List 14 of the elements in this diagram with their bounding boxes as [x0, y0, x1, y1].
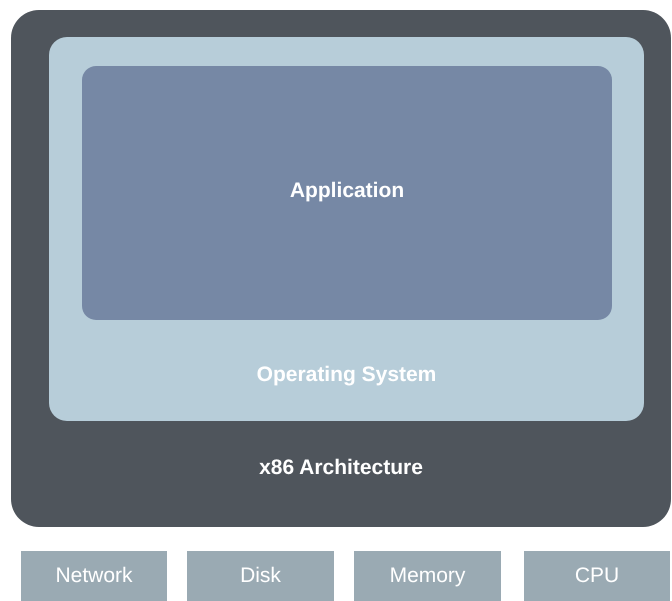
operating-system-panel — [49, 37, 644, 421]
node-label: Disk — [240, 563, 281, 589]
hardware-box — [524, 551, 670, 601]
hardware-box — [21, 551, 167, 601]
architecture-panel — [11, 10, 671, 527]
application-panel — [82, 66, 612, 320]
node-label: Memory — [390, 563, 466, 589]
node-label: Application — [290, 178, 404, 204]
node-label: CPU — [574, 563, 620, 589]
node-label: Operating System — [256, 362, 436, 388]
node-label: Network — [55, 563, 133, 589]
hardware-box — [354, 551, 501, 601]
hardware-box — [187, 551, 334, 601]
node-label: x86 Architecture — [259, 455, 423, 481]
